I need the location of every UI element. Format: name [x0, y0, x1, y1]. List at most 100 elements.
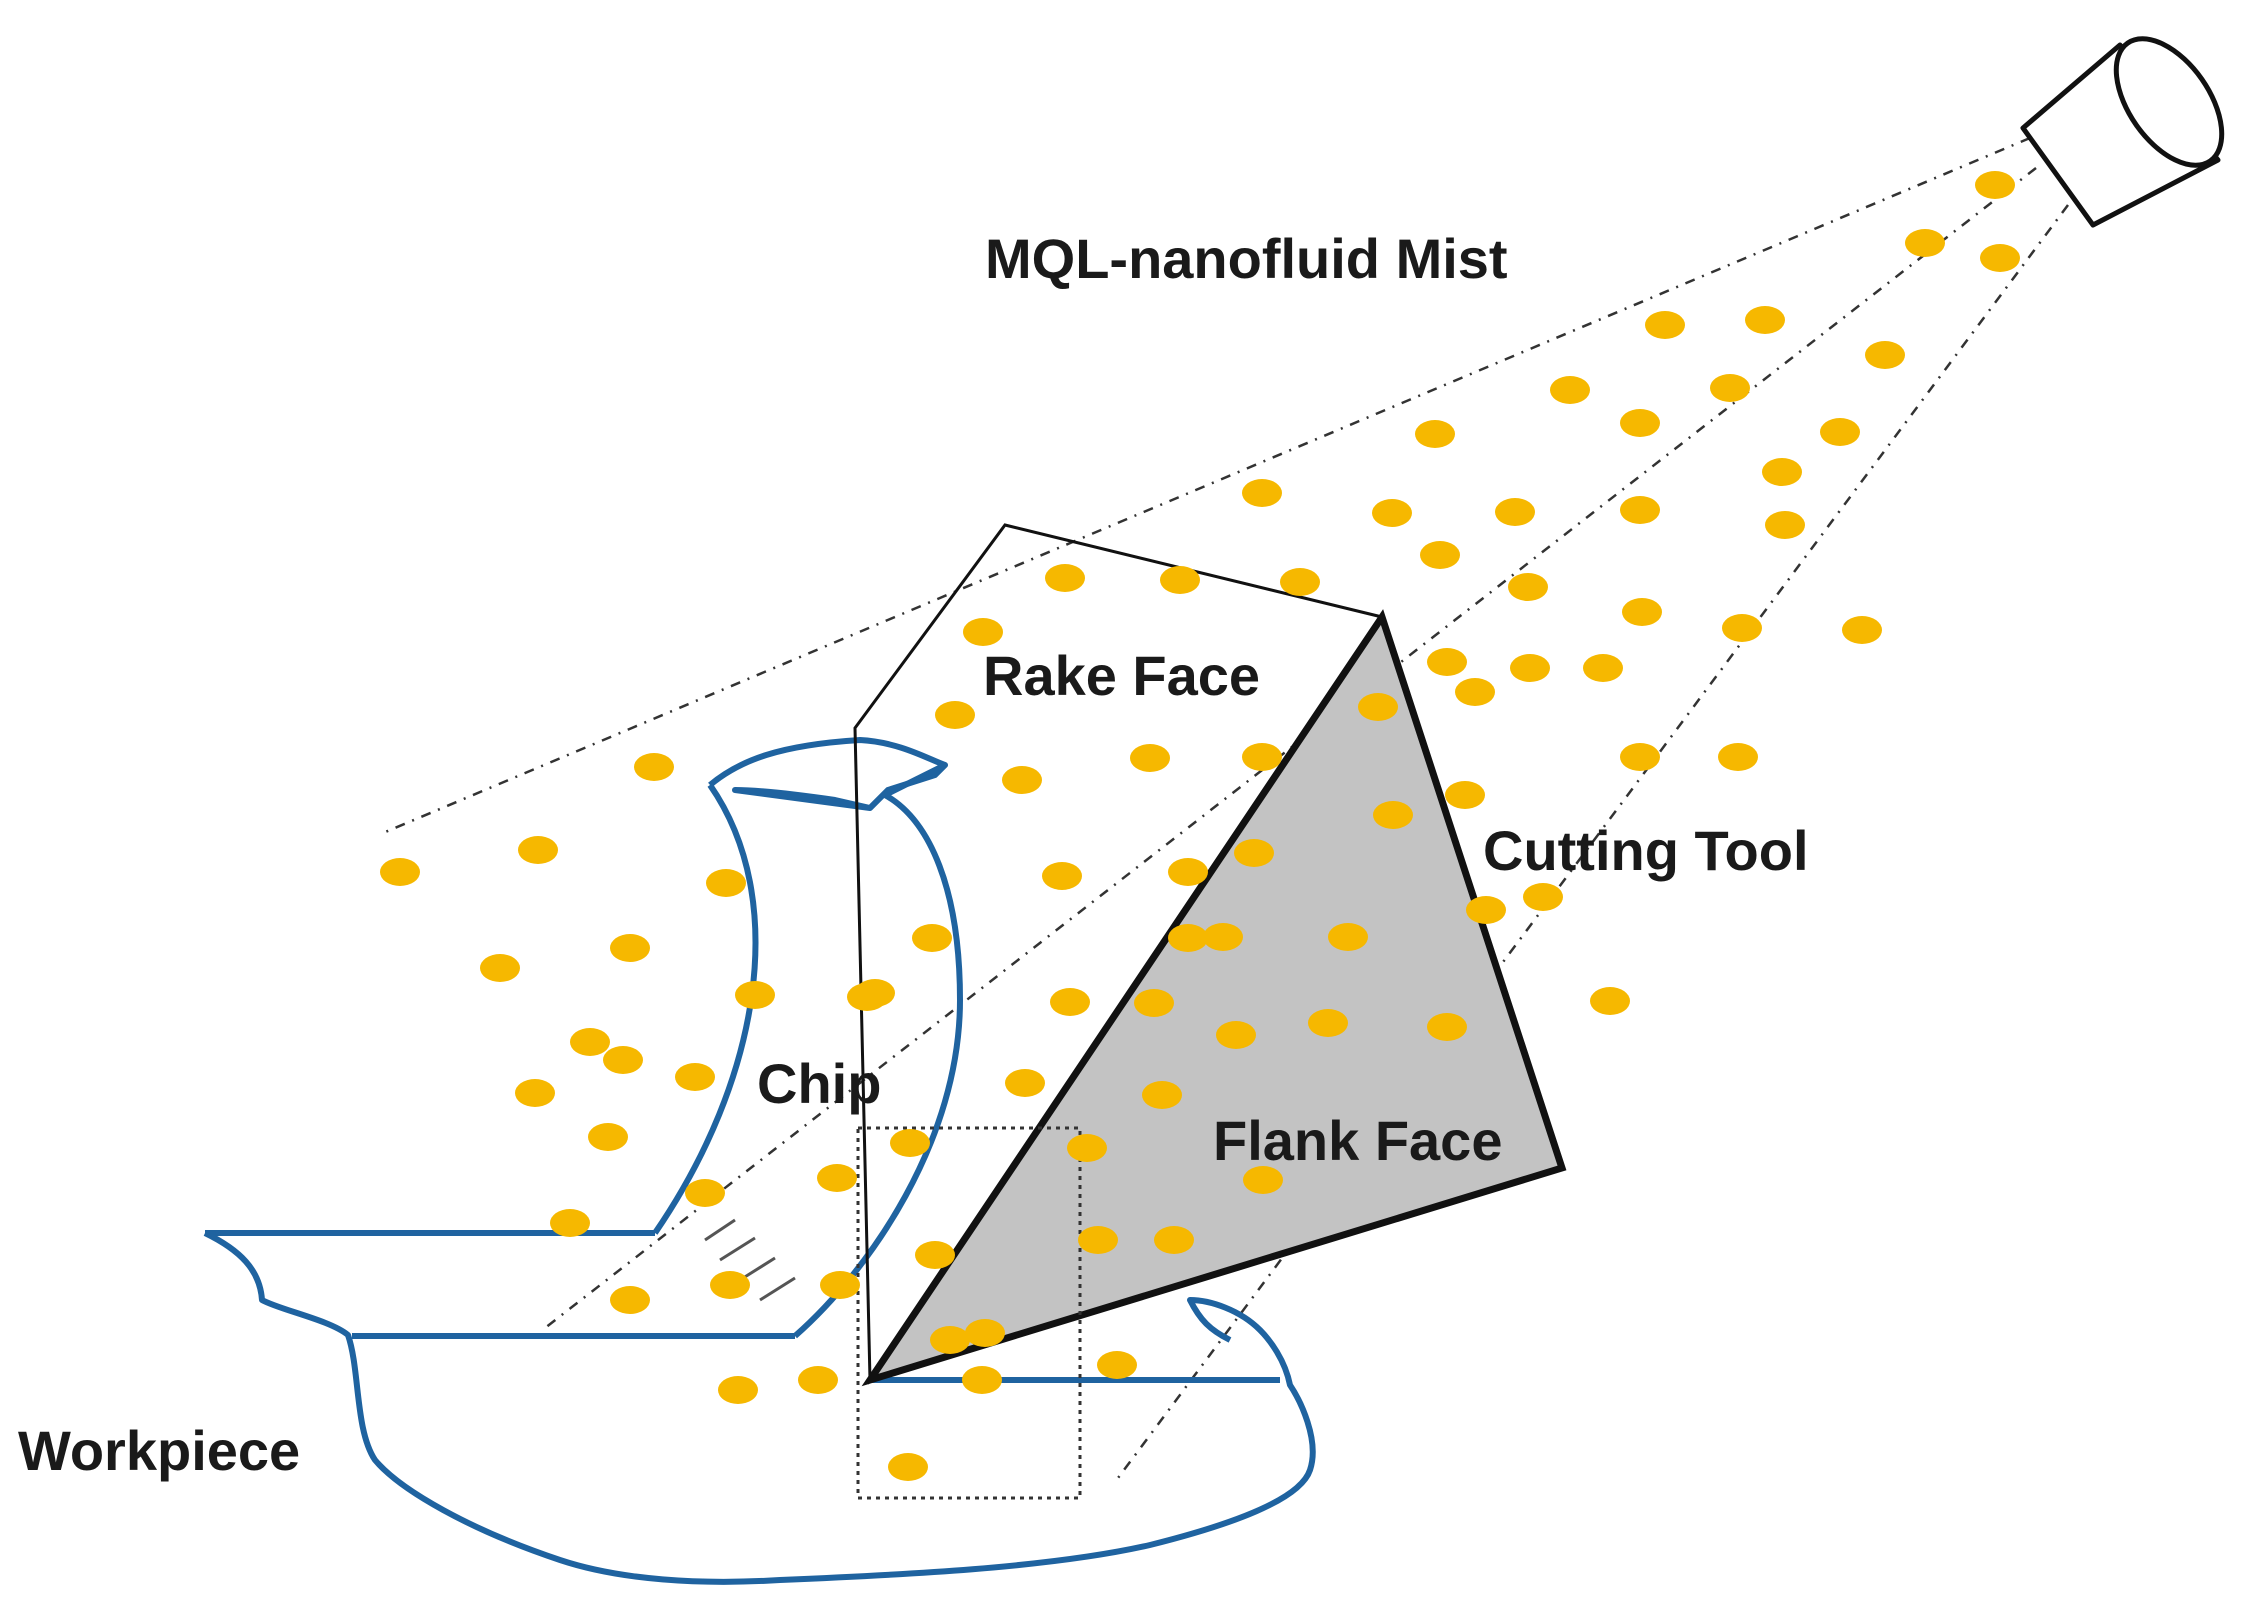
droplet	[1620, 409, 1660, 437]
droplet	[915, 1241, 955, 1269]
droplet	[610, 1286, 650, 1314]
droplet	[1243, 1166, 1283, 1194]
droplet	[1980, 244, 2020, 272]
droplet	[1168, 858, 1208, 886]
droplet	[1242, 743, 1282, 771]
droplet	[518, 836, 558, 864]
droplet	[515, 1079, 555, 1107]
droplet	[847, 983, 887, 1011]
droplet	[1718, 743, 1758, 771]
droplet	[588, 1123, 628, 1151]
droplet	[1067, 1134, 1107, 1162]
droplet	[1415, 420, 1455, 448]
droplet	[1765, 511, 1805, 539]
droplet	[1583, 654, 1623, 682]
droplet	[1820, 418, 1860, 446]
droplet	[1762, 458, 1802, 486]
droplet	[1168, 924, 1208, 952]
droplet	[1710, 374, 1750, 402]
rake-face-label: Rake Face	[983, 644, 1260, 707]
droplet	[1865, 341, 1905, 369]
nanofluid-droplets	[380, 171, 2020, 1481]
droplet	[820, 1271, 860, 1299]
droplet	[1622, 598, 1662, 626]
droplet	[1620, 496, 1660, 524]
mist-label: MQL-nanofluid Mist	[985, 227, 1508, 290]
droplet	[1620, 743, 1660, 771]
droplet	[1842, 616, 1882, 644]
flank-face	[861, 609, 1567, 1387]
droplet	[890, 1129, 930, 1157]
workpiece-label: Workpiece	[18, 1419, 300, 1482]
droplet	[1427, 1013, 1467, 1041]
droplet	[1242, 479, 1282, 507]
droplet	[1154, 1226, 1194, 1254]
droplet	[1590, 987, 1630, 1015]
droplet	[1097, 1351, 1137, 1379]
droplet	[710, 1271, 750, 1299]
droplet	[1078, 1226, 1118, 1254]
droplet	[965, 1319, 1005, 1347]
droplet	[935, 701, 975, 729]
droplet	[380, 858, 420, 886]
droplet	[685, 1179, 725, 1207]
droplet	[1466, 896, 1506, 924]
droplet	[1142, 1081, 1182, 1109]
droplet	[610, 934, 650, 962]
spray-line-upper	[382, 136, 2031, 835]
droplet	[1216, 1021, 1256, 1049]
droplet	[1050, 988, 1090, 1016]
droplet	[1005, 1069, 1045, 1097]
droplet	[1550, 376, 1590, 404]
droplet	[480, 954, 520, 982]
droplet	[1455, 678, 1495, 706]
droplet	[888, 1453, 928, 1481]
droplet	[1510, 654, 1550, 682]
droplet	[1308, 1009, 1348, 1037]
droplet	[1203, 923, 1243, 951]
droplet	[930, 1326, 970, 1354]
chip-inner-curve	[793, 792, 963, 1339]
shear-zone-hatch	[704, 1218, 796, 1302]
droplet	[1420, 541, 1460, 569]
chip-top-edge	[883, 762, 947, 798]
droplet	[798, 1366, 838, 1394]
droplet	[1280, 568, 1320, 596]
chip-top-loop	[708, 737, 948, 811]
droplet	[1042, 862, 1082, 890]
droplet	[1905, 229, 1945, 257]
droplet	[718, 1376, 758, 1404]
cutting-zone-detail-box	[856, 1126, 1082, 1500]
flank-face-label: Flank Face	[1213, 1109, 1502, 1172]
droplet	[570, 1028, 610, 1056]
droplet	[1134, 989, 1174, 1017]
droplet	[1372, 499, 1412, 527]
droplet	[1445, 781, 1485, 809]
droplet	[1130, 744, 1170, 772]
spray-line-mid	[544, 167, 2037, 1329]
droplet	[1745, 306, 1785, 334]
droplet	[1160, 566, 1200, 594]
droplet	[1427, 648, 1467, 676]
droplet	[1508, 573, 1548, 601]
droplet	[1358, 693, 1398, 721]
cutting-tool-label: Cutting Tool	[1483, 819, 1809, 882]
droplet	[1373, 801, 1413, 829]
mist-spray-cone	[382, 136, 2070, 1483]
droplet	[550, 1209, 590, 1237]
nozzle-icon	[2020, 36, 2225, 228]
chip-label: Chip	[757, 1052, 881, 1115]
droplet	[1002, 766, 1042, 794]
chip	[652, 737, 963, 1339]
droplet	[634, 753, 674, 781]
droplet	[963, 618, 1003, 646]
droplet	[1523, 883, 1563, 911]
droplet	[962, 1366, 1002, 1394]
droplet	[603, 1046, 643, 1074]
droplet	[817, 1164, 857, 1192]
droplet	[675, 1063, 715, 1091]
droplet	[912, 924, 952, 952]
droplet	[1045, 564, 1085, 592]
droplet	[1328, 923, 1368, 951]
